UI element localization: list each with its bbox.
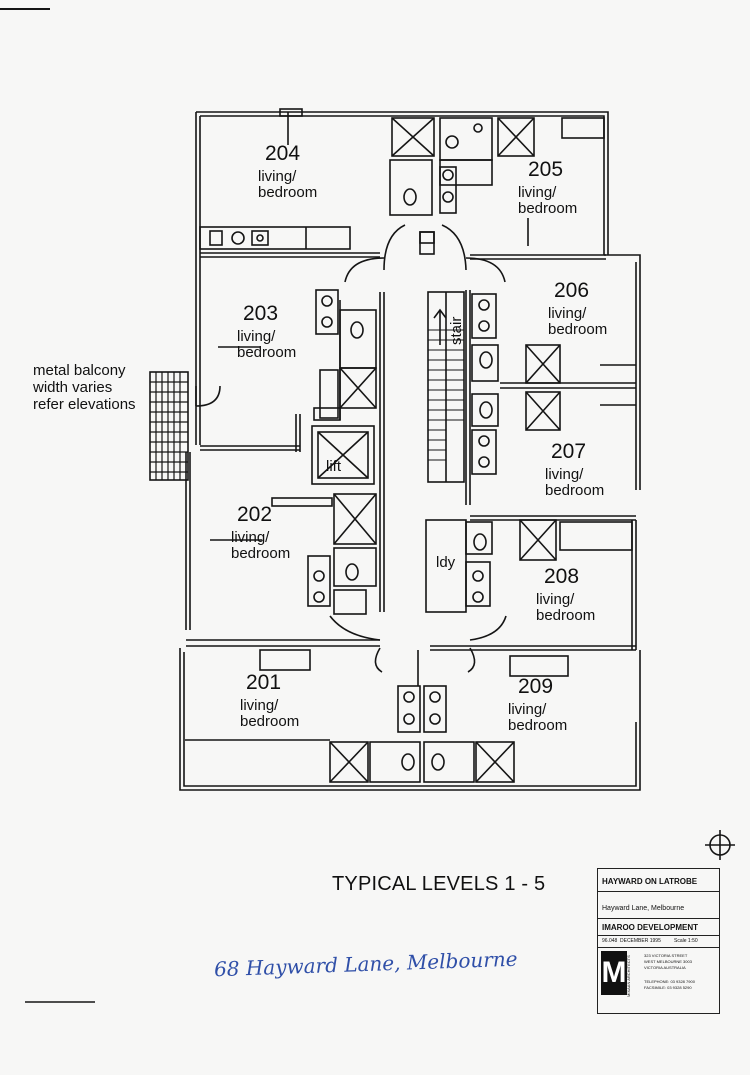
divider	[598, 891, 719, 892]
unit-number: 208	[544, 565, 580, 588]
unit-number: 207	[551, 440, 587, 463]
unit-number: 201	[246, 671, 282, 694]
outer-wall-top	[196, 111, 609, 255]
room-type: living/ bedroom	[508, 701, 568, 734]
room-type: living/ bedroom	[231, 529, 291, 562]
firm-phone: TELEPHONE: 03 9328 7900 FACSIMILE: 03 93…	[644, 979, 695, 990]
drawing-title: TYPICAL LEVELS 1 - 5	[332, 873, 546, 895]
unit-number: 206	[554, 279, 590, 302]
room-type: living/ bedroom	[240, 697, 300, 730]
unit-203: 203 living/ bedroom	[237, 302, 296, 361]
unit-number: 202	[237, 503, 273, 526]
room-type: living/ bedroom	[518, 184, 578, 217]
firm-name: MIXAAN ARCHITECTS	[626, 955, 631, 997]
room-type: living/ bedroom	[548, 305, 608, 338]
divider	[598, 918, 719, 919]
firm-address: 323 VICTORIA STREET WEST MELBOURNE 3003 …	[644, 953, 692, 970]
firm-logo: M	[601, 951, 627, 995]
unit-208: 208 living/ bedroom	[536, 565, 595, 624]
drawing-date: DECEMBER 1995	[620, 938, 661, 944]
unit-number: 205	[528, 158, 564, 181]
unit-205: 205 living/ bedroom	[518, 158, 577, 217]
metal-balcony	[149, 371, 189, 481]
room-type: living/ bedroom	[545, 466, 605, 499]
room-type: living/ bedroom	[237, 328, 297, 361]
unit-207: 207 living/ bedroom	[545, 440, 604, 499]
client-name: IMAROO DEVELOPMENT	[602, 923, 699, 932]
drawing-scale: Scale 1:50	[674, 938, 698, 944]
unit-201: 201 living/ bedroom	[240, 671, 299, 730]
room-type: living/ bedroom	[258, 168, 318, 201]
unit-number: 209	[518, 675, 554, 698]
room-type: living/ bedroom	[536, 591, 596, 624]
project-name: HAYWARD ON LATROBE	[602, 877, 698, 886]
title-block: HAYWARD ON LATROBE Hayward Lane, Melbour…	[597, 868, 720, 1014]
unit-number: 204	[265, 142, 301, 165]
outer-wall-east	[604, 254, 641, 490]
laundry-label: ldy	[436, 554, 456, 571]
project-address: Hayward Lane, Melbourne	[602, 905, 685, 912]
unit-number: 203	[243, 302, 279, 325]
divider	[598, 947, 719, 948]
unit-204: 204 living/ bedroom	[258, 142, 317, 201]
divider	[598, 935, 719, 936]
lift-label: lift	[326, 458, 341, 475]
drawing-number: 96.048	[602, 938, 618, 944]
lift-shaft	[311, 425, 375, 485]
unit-202: 202 living/ bedroom	[231, 503, 290, 562]
balcony-note: metal balcony width varies refer elevati…	[33, 362, 136, 413]
unit-209: 209 living/ bedroom	[508, 675, 567, 734]
unit-206: 206 living/ bedroom	[548, 279, 607, 338]
stair-label: stair	[448, 316, 465, 345]
